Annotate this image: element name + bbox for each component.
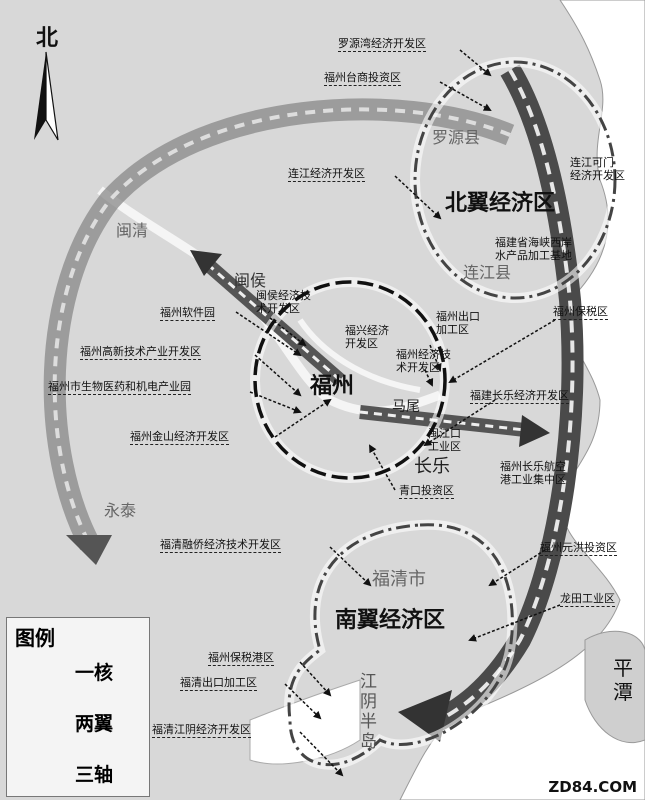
label-bonded-port: 福州保税港区 <box>208 651 274 666</box>
legend-title: 图例 <box>15 626 55 650</box>
label-export: 福州出口 加工区 <box>436 310 480 336</box>
place-jiangyin: 江 阴 半 岛 <box>360 672 377 752</box>
label-aquatic: 福建省海峡西岸 水产品加工基地 <box>495 236 572 262</box>
watermark: ZD84.COM <box>548 778 637 796</box>
legend-wings-label: 两翼 <box>75 713 114 735</box>
label-qingkou: 青口投资区 <box>399 484 454 499</box>
label-fuxing: 福兴经济 开发区 <box>345 324 389 350</box>
changle-axis-arrowhead <box>519 415 550 447</box>
label-luoyuanwan: 罗源湾经济开发区 <box>338 37 426 52</box>
south-wing-title: 南翼经济区 <box>335 608 446 633</box>
place-yongtai: 永泰 <box>104 501 137 520</box>
place-minhou: 闽侯 <box>234 271 267 290</box>
label-airport: 福州长乐航空 港工业集中区 <box>500 460 566 486</box>
place-fuqing: 福清市 <box>372 569 426 590</box>
label-rongqiao: 福清融侨经济技术开发区 <box>160 538 281 553</box>
label-minjiangkou: 闽江口 工业区 <box>428 427 461 453</box>
place-minqing: 闽清 <box>116 221 149 240</box>
north-wing-title: 北翼经济区 <box>445 191 556 216</box>
label-yuanhong: 福州元洪投资区 <box>540 541 617 556</box>
label-fuqing-export: 福清出口加工区 <box>180 676 257 691</box>
north-label: 北 <box>36 26 59 51</box>
legend-axes-label: 三轴 <box>75 764 114 786</box>
core-title: 福州 <box>310 374 355 399</box>
north-arrow <box>34 52 46 140</box>
label-longtian: 龙田工业区 <box>560 592 615 607</box>
place-mawei: 马尾 <box>392 399 420 415</box>
legend: 图例 一核 两翼 三轴 <box>6 617 150 797</box>
west-axis-arrowhead <box>66 535 112 565</box>
label-bonded: 福州保税区 <box>553 305 608 320</box>
place-pingtan: 平 潭 <box>613 656 633 704</box>
label-biomed: 福州市生物医药和机电产业园 <box>48 380 191 395</box>
place-changle: 长乐 <box>414 456 450 477</box>
label-lianjiang-dev: 连江经济开发区 <box>288 167 365 182</box>
label-jiangyin-dev: 福清江阴经济开发区 <box>152 723 251 738</box>
label-software: 福州软件园 <box>160 306 215 321</box>
place-lianjiang: 连江县 <box>463 263 512 282</box>
legend-core-label: 一核 <box>75 662 114 684</box>
leader-lines <box>235 49 561 777</box>
minhou-axis-arrowhead <box>190 250 222 276</box>
wulong-river <box>297 318 421 393</box>
label-fz-etdz: 福州经济技 术开发区 <box>396 348 451 374</box>
coastal-axis-arrowhead <box>398 690 452 742</box>
changle-axis-arrow <box>359 405 526 437</box>
place-luoyuan: 罗源县 <box>432 128 481 147</box>
label-lianjiang-kemen: 连江可门 经济开发区 <box>570 156 625 182</box>
label-taishang: 福州台商投资区 <box>324 71 401 86</box>
label-minhou-dev: 闽侯经济技 术开发区 <box>256 289 311 315</box>
label-hitech: 福州高新技术产业开发区 <box>80 345 201 360</box>
label-changle-dev: 福建长乐经济开发区 <box>470 389 569 404</box>
label-jinshan: 福州金山经济开发区 <box>130 430 229 445</box>
